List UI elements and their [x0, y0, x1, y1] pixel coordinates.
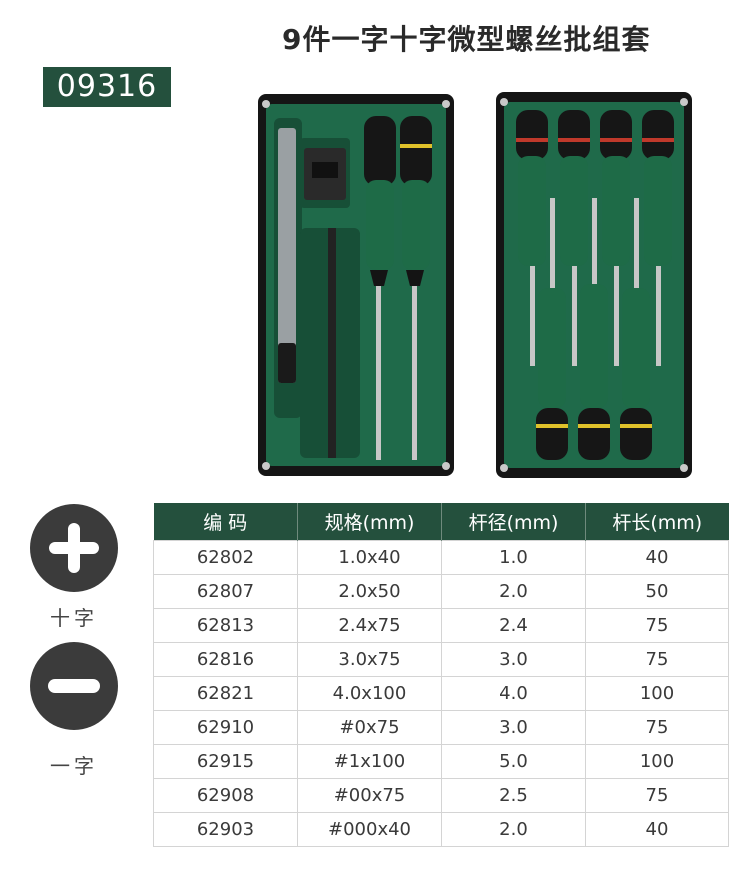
cell-code: 62813 — [153, 608, 298, 643]
screwdriver-inverted — [536, 198, 568, 460]
product-photo — [258, 92, 692, 478]
table-row: 62802 1.0x40 1.0 40 — [153, 540, 729, 575]
product-code-badge: 09316 — [43, 67, 171, 107]
spec-table: 编 码 规格(mm) 杆径(mm) 杆长(mm) 62802 1.0x40 1.… — [153, 503, 729, 847]
screwdriver — [642, 110, 674, 366]
cell-code: 62915 — [153, 744, 298, 779]
cell-spec: 3.0x75 — [297, 642, 442, 677]
cell-spec: 4.0x100 — [297, 676, 442, 711]
screwdriver — [516, 110, 548, 366]
cell-code: 62910 — [153, 710, 298, 745]
cell-spec: #00x75 — [297, 778, 442, 813]
cell-spec: #0x75 — [297, 710, 442, 745]
cell-length: 50 — [585, 574, 729, 609]
header-spec: 规格(mm) — [297, 503, 442, 541]
screwdriver-inverted — [578, 198, 610, 460]
cell-spec: #1x100 — [297, 744, 442, 779]
plus-icon — [30, 504, 118, 592]
header-code: 编 码 — [153, 503, 298, 541]
cell-code: 62807 — [153, 574, 298, 609]
table-row: 62915 #1x100 5.0 100 — [153, 744, 729, 779]
screwdriver — [364, 116, 396, 460]
cell-code: 62903 — [153, 812, 298, 847]
cell-diameter: 5.0 — [441, 744, 586, 779]
screwdriver — [600, 110, 632, 366]
cell-length: 100 — [585, 676, 729, 711]
cell-spec: 1.0x40 — [297, 540, 442, 575]
cell-diameter: 2.4 — [441, 608, 586, 643]
header-shaft-length: 杆长(mm) — [585, 503, 729, 541]
screwdriver — [400, 116, 432, 460]
table-row: 62807 2.0x50 2.0 50 — [153, 574, 729, 609]
cell-length: 75 — [585, 710, 729, 745]
minus-icon — [30, 642, 118, 730]
table-row: 62813 2.4x75 2.4 75 — [153, 608, 729, 643]
table-header-row: 编 码 规格(mm) 杆径(mm) 杆长(mm) — [153, 503, 729, 541]
cell-diameter: 3.0 — [441, 642, 586, 677]
screwdriver-inverted — [620, 198, 652, 460]
cell-diameter: 4.0 — [441, 676, 586, 711]
right-case — [496, 92, 692, 478]
cell-diameter: 3.0 — [441, 710, 586, 745]
table-row: 62821 4.0x100 4.0 100 — [153, 676, 729, 711]
cell-diameter: 2.0 — [441, 812, 586, 847]
cell-spec: #000x40 — [297, 812, 442, 847]
bit-holder — [278, 128, 296, 383]
cell-code: 62821 — [153, 676, 298, 711]
cell-diameter: 2.0 — [441, 574, 586, 609]
cell-spec: 2.4x75 — [297, 608, 442, 643]
cell-diameter: 2.5 — [441, 778, 586, 813]
cell-length: 75 — [585, 642, 729, 677]
cell-length: 40 — [585, 812, 729, 847]
cell-length: 75 — [585, 608, 729, 643]
page-title: 9件一字十字微型螺丝批组套 — [282, 23, 651, 56]
cell-spec: 2.0x50 — [297, 574, 442, 609]
cell-code: 62802 — [153, 540, 298, 575]
cell-length: 40 — [585, 540, 729, 575]
slotted-label: 一字 — [50, 754, 98, 778]
table-row: 62816 3.0x75 3.0 75 — [153, 642, 729, 677]
header-shaft-diameter: 杆径(mm) — [441, 503, 586, 541]
cell-length: 100 — [585, 744, 729, 779]
screwdriver — [558, 110, 590, 366]
table-row: 62903 #000x40 2.0 40 — [153, 812, 729, 847]
cell-code: 62816 — [153, 642, 298, 677]
table-row: 62908 #00x75 2.5 75 — [153, 778, 729, 813]
cell-length: 75 — [585, 778, 729, 813]
table-row: 62910 #0x75 3.0 75 — [153, 710, 729, 745]
cell-diameter: 1.0 — [441, 540, 586, 575]
left-case — [258, 94, 454, 476]
cell-code: 62908 — [153, 778, 298, 813]
phillips-label: 十字 — [50, 606, 98, 630]
